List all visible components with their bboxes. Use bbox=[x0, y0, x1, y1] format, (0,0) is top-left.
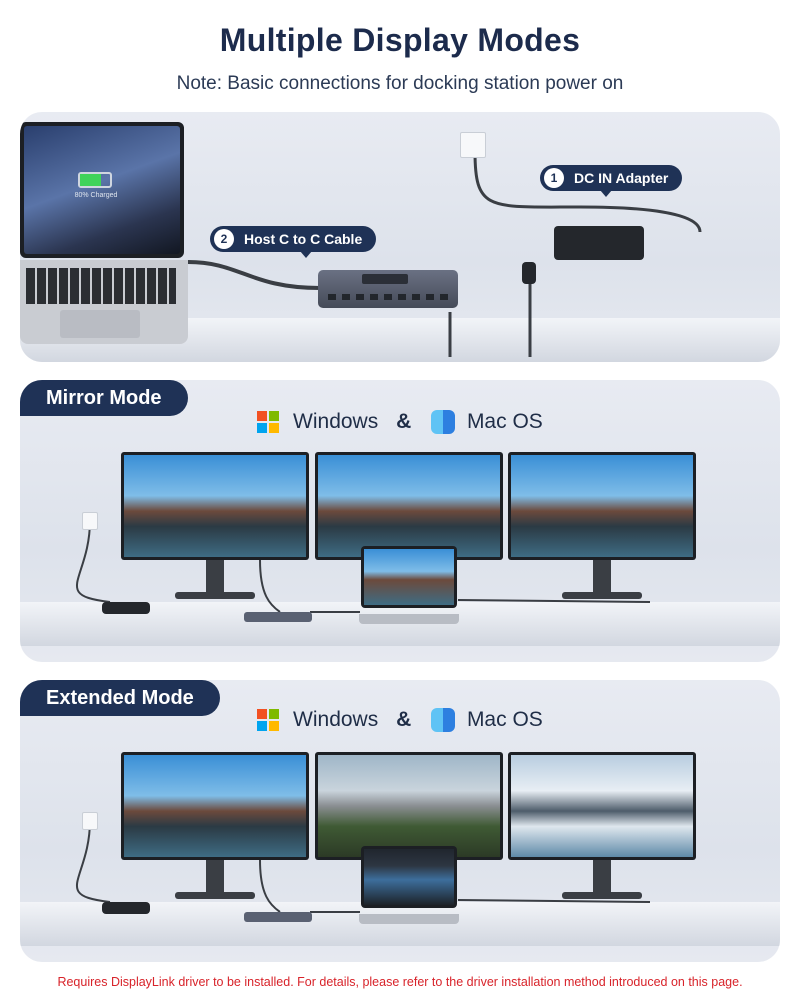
setup-cables bbox=[187, 151, 702, 357]
monitor-foot bbox=[562, 592, 642, 599]
mac-os-label: Mac OS bbox=[466, 708, 543, 732]
mirror-cables bbox=[76, 519, 651, 613]
callout-number: 1 bbox=[544, 168, 564, 188]
ampersand: & bbox=[396, 708, 412, 732]
monitor-foot bbox=[175, 892, 255, 899]
wall-outlet bbox=[460, 132, 486, 158]
monitor-stand bbox=[206, 860, 224, 892]
monitor-screen bbox=[511, 755, 693, 857]
monitor-left bbox=[121, 452, 309, 560]
battery-status: 80% Charged bbox=[74, 192, 118, 199]
extended-mode-panel: Extended Mode Windows & Mac OS bbox=[20, 680, 780, 962]
docking-station bbox=[318, 270, 458, 308]
mac-finder-icon bbox=[431, 410, 456, 435]
monitor-screen bbox=[124, 755, 306, 857]
monitor-screen bbox=[318, 455, 500, 557]
setup-panel: 80% Charged 1 DC IN Adapter 2 Host C to … bbox=[20, 112, 780, 362]
monitor-foot bbox=[175, 592, 255, 599]
monitor-stand bbox=[593, 860, 611, 892]
power-adapter bbox=[102, 902, 150, 914]
docking-station bbox=[244, 612, 312, 622]
driver-footnote: Requires DisplayLink driver to be instal… bbox=[57, 975, 743, 989]
monitor-stand bbox=[206, 560, 224, 592]
power-adapter bbox=[554, 226, 644, 260]
callout-label: DC IN Adapter bbox=[574, 170, 669, 186]
mac-os-label: Mac OS bbox=[466, 410, 543, 434]
monitor-screen bbox=[511, 455, 693, 557]
ampersand: & bbox=[396, 410, 412, 434]
os-support-row: Windows & Mac OS bbox=[20, 708, 780, 733]
monitor-screen bbox=[318, 755, 500, 857]
windows-icon bbox=[257, 709, 280, 732]
wall-outlet bbox=[82, 512, 98, 530]
windows-label: Windows bbox=[293, 410, 379, 434]
monitor-right bbox=[508, 752, 696, 860]
laptop-base bbox=[359, 614, 459, 624]
laptop-screen: 80% Charged bbox=[24, 126, 180, 254]
laptop-mirror bbox=[361, 546, 457, 608]
page-title: Multiple Display Modes bbox=[219, 22, 581, 58]
mode-badge: Extended Mode bbox=[20, 680, 220, 716]
monitor-left bbox=[121, 752, 309, 860]
monitor-stand bbox=[593, 560, 611, 592]
monitor-foot bbox=[562, 892, 642, 899]
callout-dc-in-adapter: 1 DC IN Adapter bbox=[540, 165, 683, 197]
callout-host-cable: 2 Host C to C Cable bbox=[210, 226, 377, 258]
monitor-center bbox=[315, 452, 503, 560]
monitor-screen bbox=[124, 455, 306, 557]
power-adapter bbox=[102, 602, 150, 614]
cable-ferrite bbox=[522, 262, 536, 284]
os-support-row: Windows & Mac OS bbox=[20, 410, 780, 435]
laptop: 80% Charged bbox=[20, 122, 188, 354]
monitor-right bbox=[508, 452, 696, 560]
windows-icon bbox=[257, 411, 280, 434]
wall-outlet bbox=[82, 812, 98, 830]
windows-label: Windows bbox=[293, 708, 379, 732]
mirror-mode-panel: Mirror Mode Windows & Mac OS bbox=[20, 380, 780, 662]
page-subtitle: Note: Basic connections for docking stat… bbox=[176, 73, 624, 94]
callout-number: 2 bbox=[214, 229, 234, 249]
battery-icon bbox=[78, 172, 112, 188]
mac-finder-icon bbox=[431, 708, 456, 733]
laptop-base bbox=[359, 914, 459, 924]
docking-station bbox=[244, 912, 312, 922]
laptop-keyboard bbox=[20, 260, 188, 344]
callout-label: Host C to C Cable bbox=[244, 231, 363, 247]
monitor-center bbox=[315, 752, 503, 860]
mode-badge: Mirror Mode bbox=[20, 380, 188, 416]
laptop-extended bbox=[361, 846, 457, 908]
extended-cables bbox=[76, 819, 651, 913]
